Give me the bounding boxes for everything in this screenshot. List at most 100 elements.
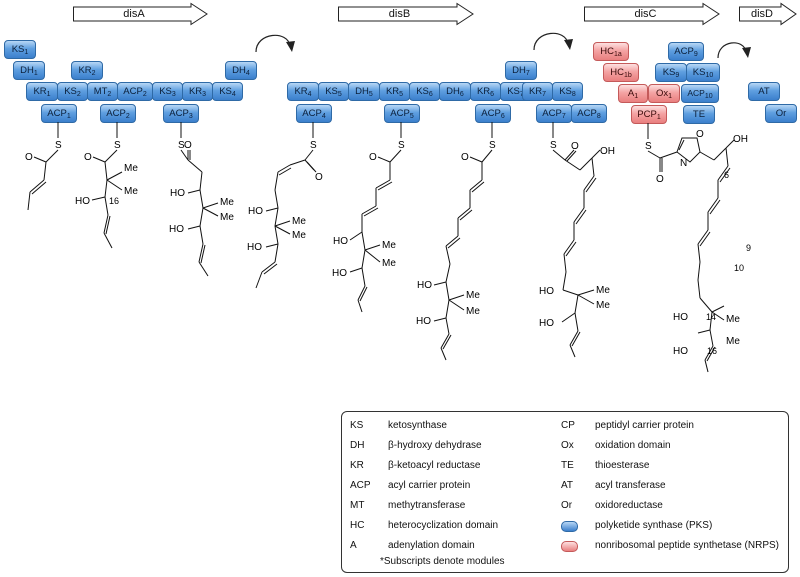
domain-subscript: 3 [171,91,176,98]
hydroxyl-label: HO [539,286,554,297]
domain-acp2-b: ACP2 [100,104,136,123]
domain-subscript: 6 [459,91,464,98]
domain-acp6: ACP6 [475,104,511,123]
gene-arrow-disD: disD [739,2,797,26]
oxazole-nitrogen-label: N [680,158,687,169]
domain-kr2: KR2 [71,61,103,80]
domain-subscript: 3 [202,91,207,98]
sulfur-label: S [310,140,317,151]
domain-label: KR [188,86,203,97]
gene-arrow-shape [73,2,208,26]
domain-subscript: 6 [490,91,495,98]
domain-subscript: 7 [525,70,530,77]
carbon-number-label: 16 [109,196,119,206]
domain-subscript: 1 [33,70,38,77]
domain-subscript: 1 [24,49,29,56]
domain-subscript: 6 [500,113,505,120]
domain-label: KR [78,65,92,76]
domain-subscript: 4 [245,70,250,77]
domain-label: Or [775,108,787,119]
domain-label: PCP [637,109,657,120]
domain-label: ACP [687,88,705,98]
domain-dh7: DH7 [505,61,537,80]
domain-a1: A1 [618,84,648,103]
legend-abbr: Ox [561,440,574,451]
methyl-label: Me [220,212,234,223]
domain-label: A [627,88,635,99]
domain-label: Ox [655,88,669,99]
methyl-label: Me [466,290,480,301]
gene-label: disC [634,8,657,20]
domain-label: ACP [577,108,597,119]
domain-label: ACP [390,108,410,119]
domain-subscript: 4 [307,91,312,98]
sulfur-label: S [489,140,496,151]
domain-subscript: 2 [125,113,130,120]
domain-label: KS [662,67,676,78]
domain-dh5: DH5 [348,82,380,101]
domain-label: DH [20,65,34,76]
legend-desc: nonribosomal peptide synthetase (NRPS) [595,540,779,551]
domain-label: KR [476,86,491,97]
methyl-label: Me [726,336,740,347]
domain-label: KS [416,86,429,97]
carbon-number-label: 6 [724,170,729,180]
domain-label: ACP [169,108,189,119]
transfer-arrow-icon [717,42,751,59]
domain-label: KS [692,67,706,78]
domain-subscript: 3 [188,113,193,120]
domain-pcp1: PCP1 [631,105,667,124]
oxygen-label: O [184,140,192,151]
oxygen-label: O [369,152,377,163]
legend-desc: adenylation domain [388,540,475,551]
hydroxyl-label: HO [75,196,90,207]
domain-label: KR [385,86,400,97]
domain-ks1: KS1 [4,40,36,59]
domain-acp8: ACP8 [571,104,607,123]
domain-ks8: KS8 [552,82,583,101]
domain-subscript: 2 [91,70,96,77]
gene-label: disB [388,8,411,20]
domain-label: ACP [123,86,143,97]
legend-desc: peptidyl carrier protein [595,420,694,431]
domain-label: HC [600,46,614,57]
pks-swatch [561,521,578,532]
gene-label: disA [123,8,145,20]
gene-arrow-disC: disC [584,2,720,26]
gene-arrow-shape [584,2,720,26]
domain-acp1: ACP1 [41,104,77,123]
domain-hc1a: HC1a [593,42,629,61]
hydroxyl-label: HO [332,268,347,279]
gene-label: disD [750,8,773,20]
hydroxyl-label: HO [539,318,554,329]
domain-subscript: 1 [66,113,71,120]
domain-ks2: KS2 [57,82,88,101]
domain-label: KS [325,86,338,97]
domain-ks6: KS6 [409,82,440,101]
domain-subscript: 7 [542,91,547,98]
hydroxyl-label: HO [673,346,688,357]
legend-desc: oxidoreductase [595,500,663,511]
methyl-label: Me [596,285,610,296]
domain-label: DH [446,86,460,97]
methyl-label: Me [382,240,396,251]
domain-subscript: 1 [656,114,661,121]
domain-label: ACP [47,108,67,119]
domain-acp2-a: ACP2 [117,82,153,101]
domain-ks5: KS5 [318,82,349,101]
legend-desc: β-ketoacyl reductase [388,460,481,471]
hydroxyl-label: OH [733,134,748,145]
domain-label: ACP [674,46,694,57]
oxygen-label: O [315,172,323,183]
sulfur-label: S [550,140,557,151]
methyl-label: Me [466,306,480,317]
sulfur-label: S [398,140,405,151]
oxygen-label: O [25,152,33,163]
methyl-label: Me [292,230,306,241]
domain-label: TE [692,109,706,120]
legend-desc: acyl transferase [595,480,666,491]
methyl-label: Me [220,197,234,208]
domain-label: AT [758,86,770,97]
domain-label: KS [559,86,572,97]
domain-subscript: 2 [76,91,81,98]
